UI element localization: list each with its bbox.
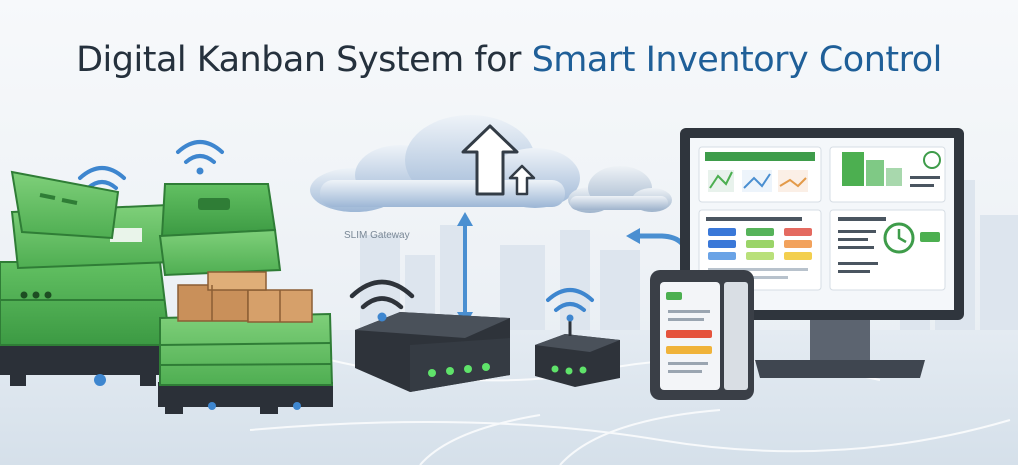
wifi-icon (349, 279, 415, 322)
pallet (0, 345, 165, 386)
kanban-bin-stack (0, 170, 282, 346)
gateway-label: SLIM Gateway (344, 230, 410, 241)
pallet (158, 382, 333, 414)
cloud (310, 115, 580, 212)
sensor-device (535, 318, 620, 387)
wifi-icon (546, 288, 594, 322)
cloud-small (568, 166, 672, 213)
title-accent: Smart Inventory Control (531, 40, 943, 80)
city-skyline (360, 180, 1018, 350)
clock-icon (883, 222, 915, 254)
cloud-upload-icon (461, 124, 536, 196)
kanban-terminal (650, 270, 754, 400)
monitor (680, 128, 964, 378)
wifi-icon (176, 140, 224, 175)
title-main: Digital Kanban System for (76, 40, 532, 80)
gateway-device (355, 312, 510, 392)
page-title: Digital Kanban System for Smart Inventor… (0, 40, 1018, 80)
kanban-bin-stack (159, 271, 334, 386)
